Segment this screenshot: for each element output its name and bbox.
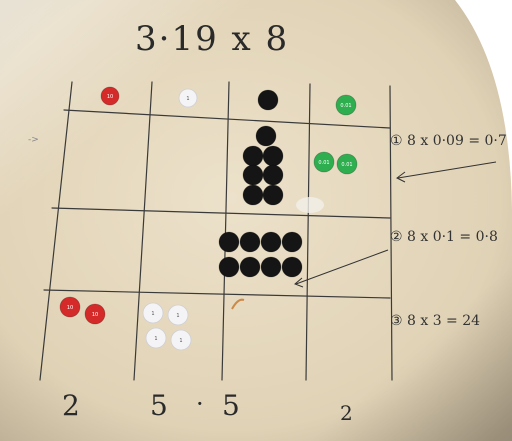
result-digit-4: 2 — [340, 403, 353, 423]
black-counter — [263, 185, 283, 205]
white-counter: 1 — [143, 303, 163, 323]
white-counter-label: 1 — [154, 336, 157, 342]
black-counter-disc — [261, 257, 281, 277]
green-counter-label: 0.01 — [341, 162, 352, 168]
white-smudge — [296, 197, 324, 213]
black-counter — [282, 257, 302, 277]
black-counter — [219, 232, 239, 252]
note-step-2: ② 8 x 0·1 = 0·8 — [390, 230, 498, 244]
red-counter-label: 10 — [107, 94, 113, 100]
note-step-3: ③ 8 x 3 = 24 — [390, 314, 480, 328]
black-counter — [263, 165, 283, 185]
black-counter — [282, 232, 302, 252]
result-digit-1: 2 — [62, 392, 80, 420]
white-counter: 1 — [168, 305, 188, 325]
black-counter-disc — [243, 146, 263, 166]
black-counter-disc — [258, 90, 278, 110]
white-counter: 1 — [179, 89, 197, 107]
page-title: 3·19 x 8 — [135, 22, 289, 56]
red-counter: 10 — [60, 297, 80, 317]
black-counter — [240, 257, 260, 277]
black-counter — [261, 232, 281, 252]
white-counter-label: 1 — [151, 311, 154, 317]
green-counter: 0.01 — [314, 152, 334, 172]
black-counter-disc — [263, 146, 283, 166]
black-counter-disc — [243, 165, 263, 185]
black-counter-disc — [261, 232, 281, 252]
red-counter-label: 10 — [92, 312, 98, 318]
black-counter — [256, 126, 276, 146]
black-counter — [219, 257, 239, 277]
result-digit-2: 5 — [150, 392, 168, 420]
black-counter-disc — [240, 257, 260, 277]
red-counter-label: 10 — [67, 305, 73, 311]
white-counter-label: 1 — [186, 96, 189, 102]
result-digit-3: 5 — [222, 392, 240, 420]
note-step-1: ① 8 x 0·09 = 0·7 — [390, 134, 507, 148]
left-edge-mark: -> — [28, 135, 39, 145]
white-counter: 1 — [146, 328, 166, 348]
black-counter-disc — [263, 165, 283, 185]
black-counter-disc — [282, 232, 302, 252]
green-counter: 0.01 — [337, 154, 357, 174]
red-counter: 10 — [85, 304, 105, 324]
black-counter-disc — [256, 126, 276, 146]
black-counter-disc — [219, 232, 239, 252]
black-counter — [258, 90, 278, 110]
black-counter — [243, 146, 263, 166]
green-counter-label: 0.01 — [340, 103, 351, 109]
black-counter — [240, 232, 260, 252]
white-counter-label: 1 — [179, 338, 182, 344]
white-counter-label: 1 — [176, 313, 179, 319]
black-counter — [243, 185, 263, 205]
black-counter — [263, 146, 283, 166]
black-counter-disc — [219, 257, 239, 277]
black-counter — [261, 257, 281, 277]
green-counter-label: 0.01 — [318, 160, 329, 166]
black-counter-disc — [282, 257, 302, 277]
red-counter: 10 — [101, 87, 119, 105]
black-counter-disc — [240, 232, 260, 252]
black-counter-disc — [263, 185, 283, 205]
result-decimal-point: · — [196, 392, 204, 416]
black-counter-disc — [243, 185, 263, 205]
green-counter: 0.01 — [336, 95, 356, 115]
black-counter — [243, 165, 263, 185]
white-counter: 1 — [171, 330, 191, 350]
